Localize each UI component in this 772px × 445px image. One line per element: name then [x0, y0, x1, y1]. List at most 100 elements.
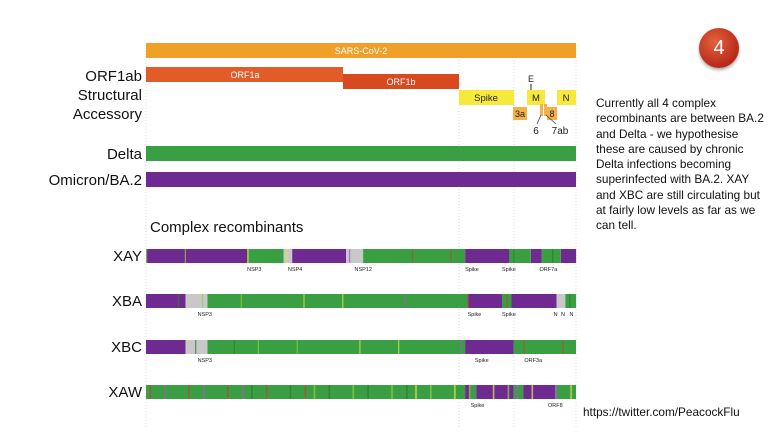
orf1b-label: ORF1b [386, 77, 415, 87]
mutation-tick [531, 385, 534, 399]
spike-bar [459, 90, 514, 105]
region-label: Spike [471, 403, 485, 409]
mutation-tick [513, 249, 515, 263]
mutation-tick [303, 294, 305, 308]
region-label: Spike [465, 267, 479, 273]
segment-ba2 [467, 294, 502, 308]
mutation-tick [188, 385, 190, 399]
sars-cov-2-bar [146, 43, 576, 58]
segment-delta [513, 340, 576, 354]
mutation-tick [555, 385, 558, 399]
mutation-tick [404, 294, 407, 308]
segment-delta [207, 294, 468, 308]
orf6-pointer [536, 114, 542, 125]
mutation-tick [164, 385, 166, 399]
mutation-tick [328, 385, 331, 399]
row-label-omicron: Omicron/BA.2 [49, 172, 142, 189]
mutation-tick [506, 294, 508, 308]
region-label: N [570, 312, 574, 318]
row-label-accessory: Accessory [73, 106, 143, 123]
segment-ba2 [146, 249, 247, 263]
segment-delta [470, 385, 477, 399]
mutation-tick [569, 294, 571, 308]
mutation-tick [454, 385, 456, 399]
orf6-bar [540, 104, 543, 116]
delta-bar [146, 146, 576, 161]
mutation-tick [227, 385, 229, 399]
row-label-orf1ab: ORF1ab [85, 68, 142, 85]
mutation-tick [398, 340, 400, 354]
region-label: ORF3a [524, 358, 543, 364]
segment-delta [247, 249, 284, 263]
e-gene-label: E [528, 74, 534, 84]
segment-ba2 [476, 385, 514, 399]
segment-delta [541, 249, 561, 263]
mutation-tick [184, 249, 186, 263]
region-label: ORF8 [548, 403, 563, 409]
recombinant-name: XBA [112, 293, 142, 310]
segment-ba2 [511, 294, 557, 308]
mutation-tick [201, 294, 204, 308]
mutation-tick [450, 249, 452, 263]
segment-ba2 [465, 340, 514, 354]
orf8-bar [547, 107, 557, 120]
mutation-tick [411, 249, 413, 263]
region-label: NSP12 [355, 267, 372, 273]
omicron-bar [146, 172, 576, 187]
segment-ba2 [561, 249, 577, 263]
n-gene-label: N [563, 93, 570, 104]
slide-number-badge: 4 [699, 28, 739, 68]
mutation-tick [460, 340, 462, 354]
mutation-tick [415, 385, 417, 399]
orf7ab-bar [544, 104, 547, 116]
mutation-tick [507, 385, 510, 399]
orf7ab-label: 7ab [552, 126, 569, 137]
segment-delta [363, 249, 465, 263]
segment-ba2 [465, 249, 510, 263]
mutation-tick [195, 340, 197, 354]
segment-delta [565, 294, 577, 308]
orf3a-label: 3a [515, 109, 525, 119]
segment-uncertain [346, 249, 364, 263]
m-gene-bar [527, 90, 545, 105]
mutation-tick [304, 385, 307, 399]
region-label: ORF7a [540, 267, 559, 273]
mutation-tick [240, 294, 242, 308]
explanation-note: Currently all 4 complex recombinants are… [596, 96, 764, 233]
segment-ba2 [146, 340, 186, 354]
region-label: N [561, 312, 565, 318]
region-label: N [554, 312, 558, 318]
segment-uncertain [185, 340, 208, 354]
mutation-tick [241, 385, 244, 399]
mutation-tick [523, 340, 525, 354]
region-label: Spike [502, 312, 516, 318]
mutation-tick [359, 340, 361, 354]
spike-label: Spike [474, 93, 498, 104]
segment-ba2 [465, 385, 471, 399]
segment-delta [513, 385, 524, 399]
mutation-tick [286, 249, 288, 263]
m-gene-label: M [532, 93, 540, 104]
mutation-tick [146, 249, 148, 263]
mutation-tick [233, 340, 235, 354]
mutation-tick [562, 340, 564, 354]
recombinant-name: XAY [113, 248, 142, 265]
region-label: NSP3 [198, 358, 212, 364]
mutation-tick [570, 385, 572, 399]
orf3a-bar [513, 107, 527, 120]
source-link[interactable]: https://twitter.com/PeacockFlu [583, 405, 740, 419]
segment-ba2 [530, 249, 542, 263]
orf6-label: 6 [533, 126, 539, 137]
segment-delta [509, 249, 531, 263]
segment-delta [555, 385, 576, 399]
segment-uncertain [556, 294, 566, 308]
mutation-tick [367, 385, 369, 399]
orf1a-bar [146, 67, 343, 82]
mutation-tick [289, 385, 292, 399]
row-label-structural: Structural [78, 87, 142, 104]
orf1b-bar [343, 74, 459, 89]
